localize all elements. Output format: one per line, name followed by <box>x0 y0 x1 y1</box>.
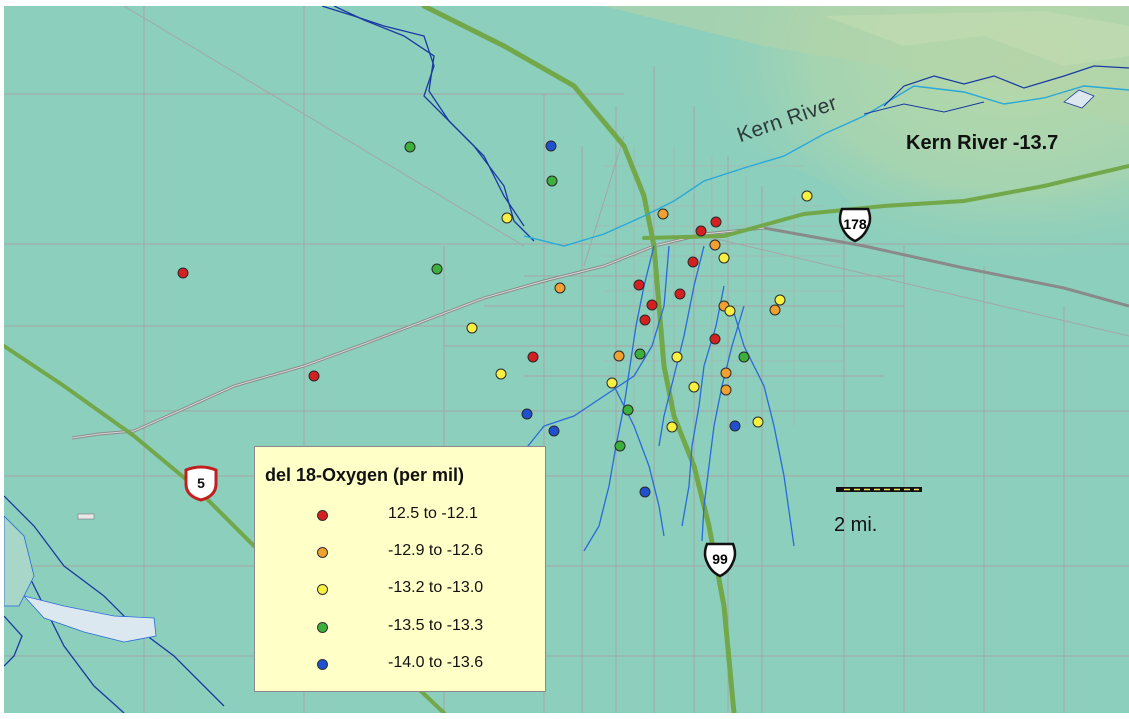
legend-label: -13.2 to -13.0 <box>388 579 484 596</box>
route-shield-icon-178: 178 <box>836 205 874 243</box>
legend-label: -13.5 to -13.3 <box>388 617 484 634</box>
legend-label: -14.0 to -13.6 <box>388 654 484 671</box>
legend-item: -13.2 to -13.0 <box>255 577 545 601</box>
legend-item: 12.5 to -12.1 <box>255 503 545 527</box>
legend-swatch <box>317 584 328 595</box>
route-number-178: 178 <box>843 216 867 232</box>
legend-swatch <box>317 547 328 558</box>
legend-swatch <box>317 622 328 633</box>
interstate-shield-icon: 5 <box>182 464 220 502</box>
river-value-label: Kern River -13.7 <box>906 132 1059 154</box>
legend-label: 12.5 to -12.1 <box>388 505 478 522</box>
road-grid <box>4 6 1129 713</box>
legend: del 18-Oxygen (per mil) 12.5 to -12.1 -1… <box>254 446 546 692</box>
legend-swatch <box>317 659 328 670</box>
legend-item: -14.0 to -13.6 <box>255 652 545 676</box>
basemap <box>4 6 1129 713</box>
route-number-99: 99 <box>712 551 728 567</box>
scale-label: 2 mi. <box>834 514 878 536</box>
legend-title: del 18-Oxygen (per mil) <box>265 465 465 485</box>
kern-river-channel <box>523 65 1129 247</box>
scale-bar <box>836 487 922 492</box>
legend-label: -12.9 to -12.6 <box>388 542 484 559</box>
interstate-number: 5 <box>197 475 205 491</box>
route-shield-icon-99: 99 <box>701 540 739 578</box>
legend-item: -13.5 to -13.3 <box>255 615 545 639</box>
river <box>4 6 535 713</box>
legend-swatch <box>317 510 328 521</box>
map-canvas[interactable]: Kern River Kern River -13.7 5 99 178 2 m… <box>4 6 1129 713</box>
mountain-terrain <box>564 6 1129 366</box>
legend-item: -12.9 to -12.6 <box>255 540 545 564</box>
